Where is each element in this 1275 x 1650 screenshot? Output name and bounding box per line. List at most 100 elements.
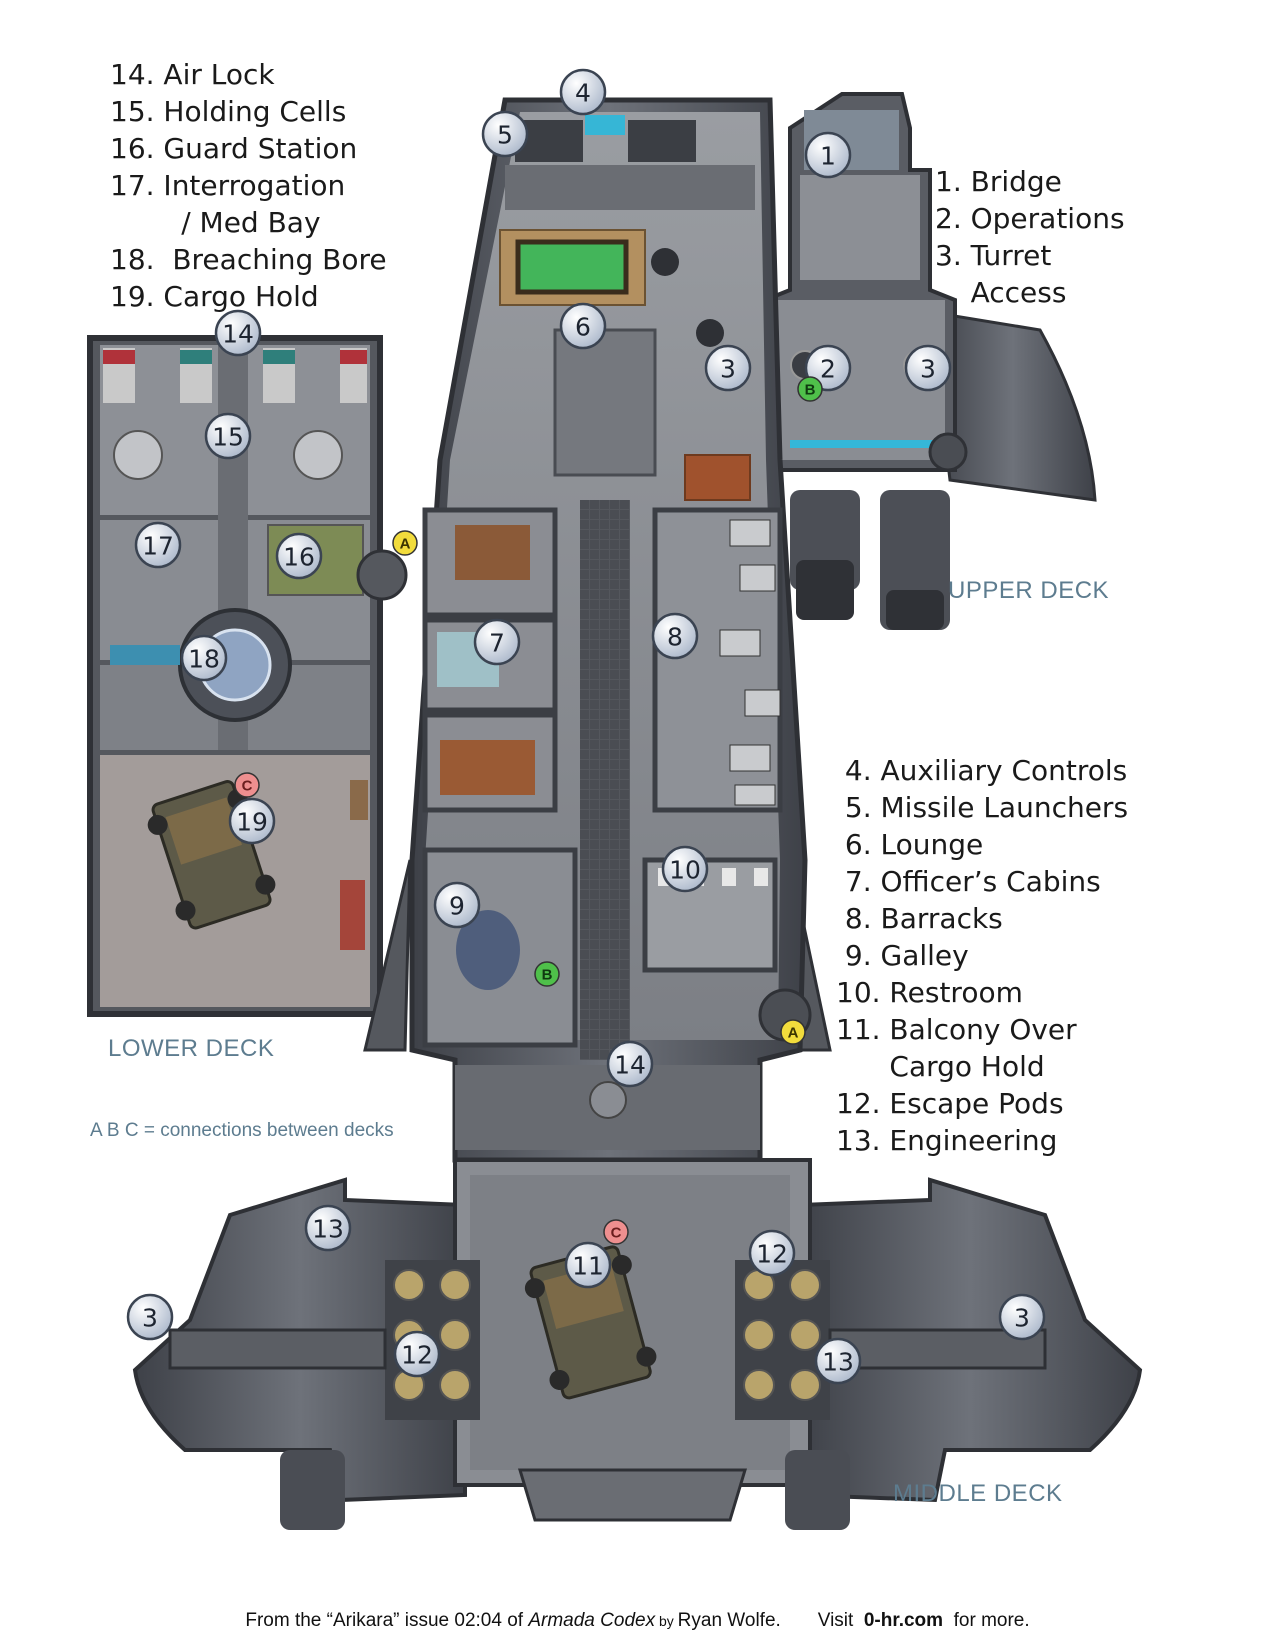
connection-marker-letter: B xyxy=(805,382,816,399)
legend-lower-deck: 14. Air Lock 15. Holding Cells 16. Guard… xyxy=(110,56,387,315)
legend-item: 11. Balcony Over xyxy=(836,1013,1077,1046)
escape-pods-left xyxy=(385,1260,480,1420)
connection-marker-B: B xyxy=(534,961,560,987)
room-marker-circle xyxy=(304,1204,352,1252)
room-marker-number: 10 xyxy=(669,856,701,885)
room-marker-16: 16 xyxy=(275,532,323,580)
room-marker-19: 19 xyxy=(228,797,276,845)
credit-more: for more. xyxy=(943,1610,1030,1631)
connection-markers: A A B B C C xyxy=(234,376,823,1245)
legend-item: 8. Barracks xyxy=(836,902,1003,935)
room-marker-3: 3 xyxy=(704,344,752,392)
credit-line: From the “Arikara” issue 02:04 of Armada… xyxy=(0,1610,1275,1632)
credit-site-link[interactable]: 0-hr.com xyxy=(863,1610,944,1631)
room-marker-circle xyxy=(661,845,709,893)
legend-item: 17. Interrogation xyxy=(110,169,346,202)
room-marker-number: 12 xyxy=(401,1341,433,1370)
legend-item: Access xyxy=(935,276,1067,309)
room-marker-number: 9 xyxy=(449,892,465,921)
connection-marker-letter: A xyxy=(400,536,411,553)
room-marker-circle xyxy=(180,634,228,682)
room-marker-13: 13 xyxy=(304,1204,352,1252)
room-marker-number: 14 xyxy=(614,1051,646,1080)
legend-item: 5. Missile Launchers xyxy=(836,791,1129,824)
room-marker-circle xyxy=(481,110,529,158)
room-marker-18: 18 xyxy=(180,634,228,682)
room-marker-3: 3 xyxy=(126,1293,174,1341)
credit-publication: Armada Codex xyxy=(528,1610,656,1631)
middle-deck-label: MIDDLE DECK xyxy=(893,1480,1063,1507)
upper-deck-label: UPPER DECK xyxy=(948,577,1110,604)
connection-marker-A: A xyxy=(780,1019,806,1045)
legend-item: 18. Breaching Bore xyxy=(110,243,387,276)
credit-visit: Visit xyxy=(780,1610,864,1631)
room-marker-circle xyxy=(748,1229,796,1277)
legend-item: 19. Cargo Hold xyxy=(110,280,319,313)
room-marker-number: 12 xyxy=(756,1240,788,1269)
room-marker-circle xyxy=(473,618,521,666)
legend-item: 3. Turret xyxy=(935,239,1052,272)
connection-marker-circle xyxy=(797,376,823,402)
room-marker-number: 3 xyxy=(142,1304,158,1333)
connection-marker-B: B xyxy=(797,376,823,402)
room-marker-circle xyxy=(275,532,323,580)
room-marker-number: 3 xyxy=(720,355,736,384)
room-marker-12: 12 xyxy=(748,1229,796,1277)
room-marker-number: 15 xyxy=(212,423,244,452)
connection-marker-C: C xyxy=(234,772,260,798)
room-marker-number: 13 xyxy=(822,1348,854,1377)
room-marker-circle xyxy=(134,521,182,569)
legend-upper-deck: 1. Bridge 2. Operations 3. Turret Access xyxy=(935,163,1125,311)
legend-item: 4. Auxiliary Controls xyxy=(836,754,1128,787)
legend-middle-deck: 4. Auxiliary Controls 5. Missile Launche… xyxy=(836,752,1128,1159)
credit-text: From the “Arikara” issue 02:04 of xyxy=(245,1610,529,1631)
legend-item: 15. Holding Cells xyxy=(110,95,347,128)
room-marker-circle xyxy=(814,1337,862,1385)
room-marker-number: 3 xyxy=(920,355,936,384)
room-marker-circle xyxy=(804,131,852,179)
legend-item: 16. Guard Station xyxy=(110,132,358,165)
connection-marker-C: C xyxy=(603,1219,629,1245)
room-marker-number: 3 xyxy=(1014,1304,1030,1333)
room-marker-number: 16 xyxy=(283,543,315,572)
room-marker-circle xyxy=(998,1293,1046,1341)
room-marker-circle xyxy=(606,1040,654,1088)
room-marker-13: 13 xyxy=(814,1337,862,1385)
legend-item: 14. Air Lock xyxy=(110,58,275,91)
room-marker-circle xyxy=(126,1293,174,1341)
room-marker-14: 14 xyxy=(606,1040,654,1088)
room-marker-number: 18 xyxy=(188,645,220,674)
room-marker-1: 1 xyxy=(804,131,852,179)
room-marker-number: 5 xyxy=(497,121,513,150)
room-marker-5: 5 xyxy=(481,110,529,158)
connection-marker-circle xyxy=(603,1219,629,1245)
room-marker-number: 8 xyxy=(667,623,683,652)
room-marker-3: 3 xyxy=(998,1293,1046,1341)
room-marker-number: 2 xyxy=(820,355,836,384)
connection-marker-letter: B xyxy=(542,967,553,984)
legend-item: / Med Bay xyxy=(110,206,321,239)
connection-marker-circle xyxy=(234,772,260,798)
connection-marker-circle xyxy=(780,1019,806,1045)
room-marker-17: 17 xyxy=(134,521,182,569)
room-marker-number: 4 xyxy=(575,79,591,108)
room-marker-15: 15 xyxy=(204,412,252,460)
credit-by: by xyxy=(655,1613,678,1629)
room-marker-circle xyxy=(433,881,481,929)
connection-marker-letter: C xyxy=(611,1225,622,1242)
room-marker-14: 14 xyxy=(214,309,262,357)
room-marker-number: 14 xyxy=(222,320,254,349)
room-marker-number: 13 xyxy=(312,1215,344,1244)
connection-marker-circle xyxy=(534,961,560,987)
legend-item: 13. Engineering xyxy=(836,1124,1058,1157)
room-marker-9: 9 xyxy=(433,881,481,929)
room-marker-circle xyxy=(204,412,252,460)
connection-marker-letter: A xyxy=(788,1025,799,1042)
room-marker-3: 3 xyxy=(904,344,952,392)
room-marker-circle xyxy=(228,797,276,845)
room-marker-circle xyxy=(214,309,262,357)
room-marker-number: 19 xyxy=(236,808,268,837)
connections-note: A B C = connections between decks xyxy=(90,1120,394,1141)
